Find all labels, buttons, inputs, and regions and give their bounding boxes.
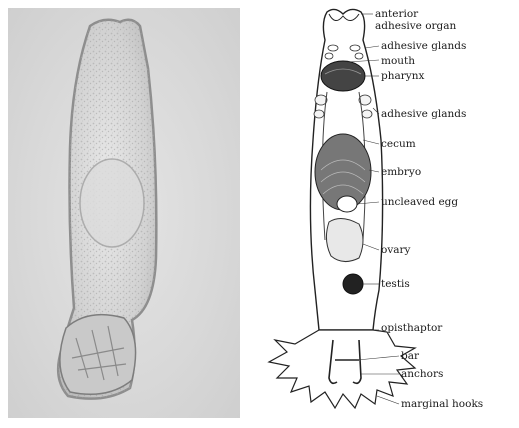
label-cecum: cecum <box>381 138 416 150</box>
diagram-uncleaved-egg <box>337 196 357 212</box>
diagram-pharynx <box>321 61 365 91</box>
micrograph-panel <box>8 8 240 418</box>
label-adhesive-glands-mid: adhesive glands <box>381 108 466 120</box>
label-opisthaptor: opisthaptor <box>381 322 442 334</box>
specimen-embryo <box>80 159 144 247</box>
label-anterior-adhesive-organ: anterior adhesive organ <box>375 8 456 32</box>
diagram-panel: anterior adhesive organ adhesive glands … <box>255 0 519 428</box>
label-embryo: embryo <box>381 166 421 178</box>
diagram-opisthaptor <box>269 330 415 408</box>
label-marginal-hooks: marginal hooks <box>401 398 483 410</box>
label-adhesive-glands-top: adhesive glands <box>381 40 466 52</box>
micrograph-specimen <box>8 8 240 418</box>
label-ovary: ovary <box>381 244 410 256</box>
label-mouth: mouth <box>381 55 415 67</box>
diagram-ovary <box>326 218 363 261</box>
diagram-testis <box>343 274 363 294</box>
label-bar: bar <box>401 350 419 362</box>
label-testis: testis <box>381 278 410 290</box>
label-uncleaved-egg: uncleaved egg <box>381 196 458 208</box>
label-anchors: anchors <box>401 368 443 380</box>
label-pharynx: pharynx <box>381 70 424 82</box>
